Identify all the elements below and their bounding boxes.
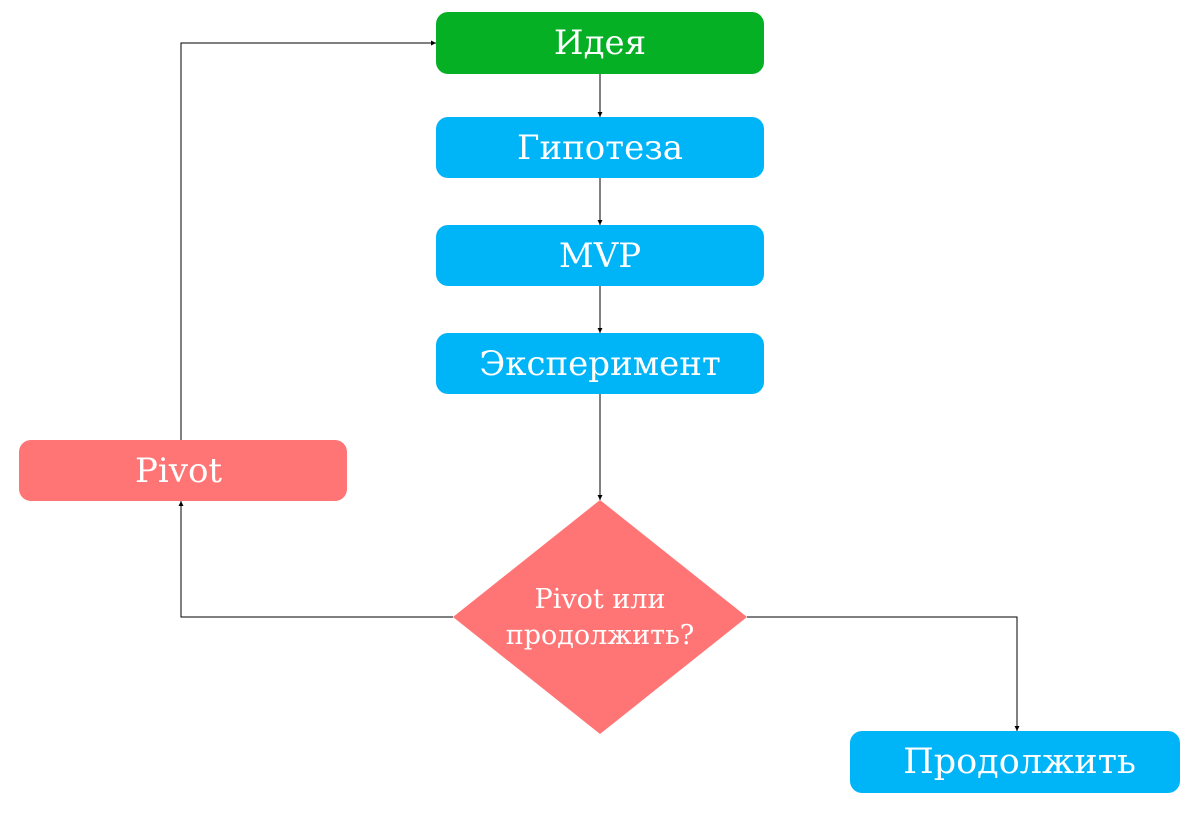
decision-label-line-1: Pivot или: [534, 584, 666, 615]
node-continue-label: Продолжить: [903, 742, 1136, 782]
arrow-decision-to-pivot: [178, 501, 453, 618]
arrow-pivot-to-idea: [180, 40, 436, 440]
node-idea-label: Идея: [553, 23, 647, 63]
decision-diamond: [453, 500, 747, 734]
node-experiment-label: Эксперимент: [479, 343, 721, 384]
node-hypothesis-label: Гипотеза: [516, 127, 684, 168]
node-hypothesis: Гипотеза: [436, 117, 764, 178]
decision-label: Pivot или продолжить?: [450, 570, 750, 666]
node-pivot-label: Pivot: [135, 450, 223, 491]
arrow-decision-to-continue: [747, 616, 1020, 731]
decision-label-line-2: продолжить?: [505, 620, 695, 651]
node-experiment: Эксперимент: [436, 333, 764, 394]
node-idea: Идея: [436, 12, 764, 74]
node-mvp-label: MVP: [558, 235, 642, 276]
node-pivot: Pivot: [19, 440, 347, 501]
node-continue: Продолжить: [850, 731, 1180, 793]
node-mvp: MVP: [436, 225, 764, 286]
